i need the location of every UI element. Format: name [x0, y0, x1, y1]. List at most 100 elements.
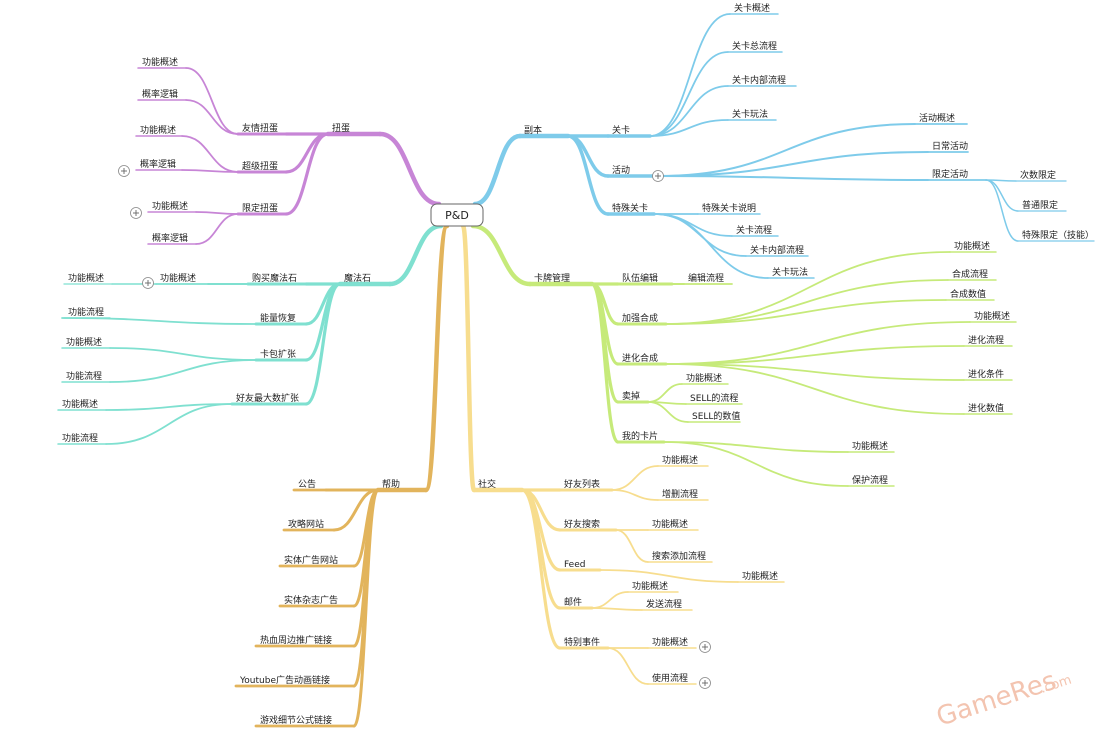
- node-ev4[interactable]: 进化数值: [968, 402, 1004, 414]
- node-xd3[interactable]: 特殊限定（技能）: [1022, 229, 1094, 241]
- node-fm1[interactable]: 功能概述: [62, 398, 98, 410]
- node-ev2[interactable]: 进化流程: [968, 334, 1004, 346]
- node-hd3[interactable]: 限定活动: [932, 168, 968, 180]
- node-cj1[interactable]: 功能概述: [140, 124, 176, 136]
- edge-root-magic: [387, 223, 444, 287]
- node-h7[interactable]: 游戏细节公式链接: [260, 714, 332, 726]
- node-buy[interactable]: 购买魔法石: [252, 272, 297, 284]
- node-yq1[interactable]: 功能概述: [142, 56, 178, 68]
- edge-flist-fl1: [611, 465, 659, 491]
- node-energy[interactable]: 能量恢复: [260, 312, 296, 324]
- node-sell3[interactable]: SELL的数值: [692, 410, 740, 422]
- edge-card-mycards: [590, 282, 620, 444]
- node-fs2[interactable]: 搜索添加流程: [652, 550, 706, 562]
- node-ev1[interactable]: 功能概述: [974, 310, 1010, 322]
- node-gacha[interactable]: 扭蛋: [332, 122, 350, 134]
- node-gk4[interactable]: 关卡玩法: [732, 108, 768, 120]
- node-xd2[interactable]: 普通限定: [1022, 199, 1058, 211]
- node-yq2[interactable]: 概率逻辑: [142, 88, 178, 100]
- node-xianding[interactable]: 限定扭蛋: [242, 202, 278, 214]
- node-team1[interactable]: 编辑流程: [688, 272, 724, 284]
- node-huodong[interactable]: 活动: [612, 164, 630, 176]
- node-enhance[interactable]: 加强合成: [622, 312, 658, 324]
- labels: 副本关卡关卡概述关卡总流程关卡内部流程关卡玩法活动活动概述日常活动限定活动次数限…: [62, 2, 1094, 726]
- node-h2[interactable]: 攻略网站: [288, 518, 324, 530]
- node-h3[interactable]: 实体广告网站: [284, 554, 338, 566]
- node-ev3[interactable]: 进化条件: [968, 368, 1004, 380]
- event-expand-icon-2[interactable]: [699, 677, 711, 689]
- root-node-box: [430, 203, 484, 227]
- node-mycards[interactable]: 我的卡片: [622, 430, 658, 442]
- node-fs1[interactable]: 功能概述: [652, 518, 688, 530]
- node-hd1[interactable]: 活动概述: [919, 112, 955, 124]
- node-flist[interactable]: 好友列表: [564, 478, 600, 490]
- node-fuben[interactable]: 副本: [524, 124, 542, 136]
- node-hd2[interactable]: 日常活动: [932, 140, 968, 152]
- node-enh1[interactable]: 功能概述: [954, 240, 990, 252]
- node-fm2[interactable]: 功能流程: [62, 432, 98, 444]
- edge-evolve-ev4: [665, 363, 965, 415]
- xianding-expand-icon[interactable]: [130, 207, 142, 219]
- node-sell[interactable]: 卖掉: [622, 390, 640, 402]
- node-bag1[interactable]: 功能概述: [66, 336, 102, 348]
- node-enh2[interactable]: 合成流程: [952, 268, 988, 280]
- edge-bag-bag1: [109, 347, 257, 361]
- node-h6[interactable]: Youtube广告动画链接: [239, 674, 330, 686]
- node-friendmax[interactable]: 好友最大数扩张: [236, 392, 299, 404]
- node-cj2[interactable]: 概率逻辑: [140, 158, 176, 170]
- edge-guanka-gk1: [649, 13, 731, 137]
- buy-expand-icon[interactable]: [142, 277, 154, 289]
- icons: [118, 165, 711, 689]
- node-buy2[interactable]: 功能概述: [160, 272, 196, 284]
- node-bag[interactable]: 卡包扩张: [260, 348, 296, 360]
- node-sell1[interactable]: 功能概述: [686, 372, 722, 384]
- node-xd1[interactable]: 次数限定: [1020, 169, 1056, 181]
- node-buy1[interactable]: 功能概述: [68, 272, 104, 284]
- node-h1[interactable]: 公告: [298, 478, 316, 490]
- node-en1[interactable]: 功能流程: [68, 306, 104, 318]
- node-gk2[interactable]: 关卡总流程: [732, 40, 777, 52]
- node-evt2[interactable]: 使用流程: [652, 672, 688, 684]
- huodong-expand-icon[interactable]: [652, 170, 664, 182]
- node-ts2[interactable]: 关卡流程: [736, 224, 772, 236]
- node-ts4[interactable]: 关卡玩法: [772, 266, 808, 278]
- chaoji-expand-icon[interactable]: [118, 165, 130, 177]
- root-node[interactable]: P&D: [430, 203, 484, 227]
- node-h4[interactable]: 实体杂志广告: [284, 594, 338, 606]
- edge-event-evt2: [607, 647, 649, 685]
- node-help[interactable]: 帮助: [382, 478, 400, 490]
- node-gk1[interactable]: 关卡概述: [734, 2, 770, 14]
- node-team[interactable]: 队伍编辑: [622, 272, 658, 284]
- event-expand-icon-1[interactable]: [699, 641, 711, 653]
- node-gk3[interactable]: 关卡内部流程: [732, 74, 786, 86]
- node-magic[interactable]: 魔法石: [344, 272, 371, 284]
- edge-mail-mail2: [591, 607, 643, 611]
- node-evolve[interactable]: 进化合成: [622, 352, 658, 364]
- node-mc2[interactable]: 保护流程: [852, 474, 888, 486]
- node-ts3[interactable]: 关卡内部流程: [750, 244, 804, 256]
- node-event[interactable]: 特别事件: [564, 636, 600, 648]
- node-youqing[interactable]: 友情扭蛋: [242, 122, 278, 134]
- node-xn1[interactable]: 功能概述: [152, 200, 188, 212]
- node-h5[interactable]: 热血周边推广链接: [260, 634, 332, 646]
- node-mail1[interactable]: 功能概述: [632, 580, 668, 592]
- node-evt1[interactable]: 功能概述: [652, 636, 688, 648]
- node-enh3[interactable]: 合成数值: [950, 288, 986, 300]
- node-social[interactable]: 社交: [478, 478, 496, 490]
- node-fl2[interactable]: 增删流程: [662, 488, 698, 500]
- node-fsearch[interactable]: 好友搜索: [564, 518, 600, 530]
- node-feed1[interactable]: 功能概述: [742, 570, 778, 582]
- node-guanka[interactable]: 关卡: [612, 124, 630, 136]
- node-chaoji[interactable]: 超级扭蛋: [242, 160, 278, 172]
- node-fl1[interactable]: 功能概述: [662, 454, 698, 466]
- node-mail2[interactable]: 发送流程: [646, 598, 682, 610]
- node-ts1[interactable]: 特殊关卡说明: [702, 202, 756, 214]
- node-sell2[interactable]: SELL的流程: [690, 392, 738, 404]
- node-feed[interactable]: Feed: [564, 560, 585, 570]
- node-teshu[interactable]: 特殊关卡: [612, 202, 648, 214]
- node-card[interactable]: 卡牌管理: [534, 272, 570, 284]
- node-mc1[interactable]: 功能概述: [852, 440, 888, 452]
- node-bag2[interactable]: 功能流程: [66, 370, 102, 382]
- node-xn2[interactable]: 概率逻辑: [152, 232, 188, 244]
- node-mail[interactable]: 邮件: [564, 596, 582, 608]
